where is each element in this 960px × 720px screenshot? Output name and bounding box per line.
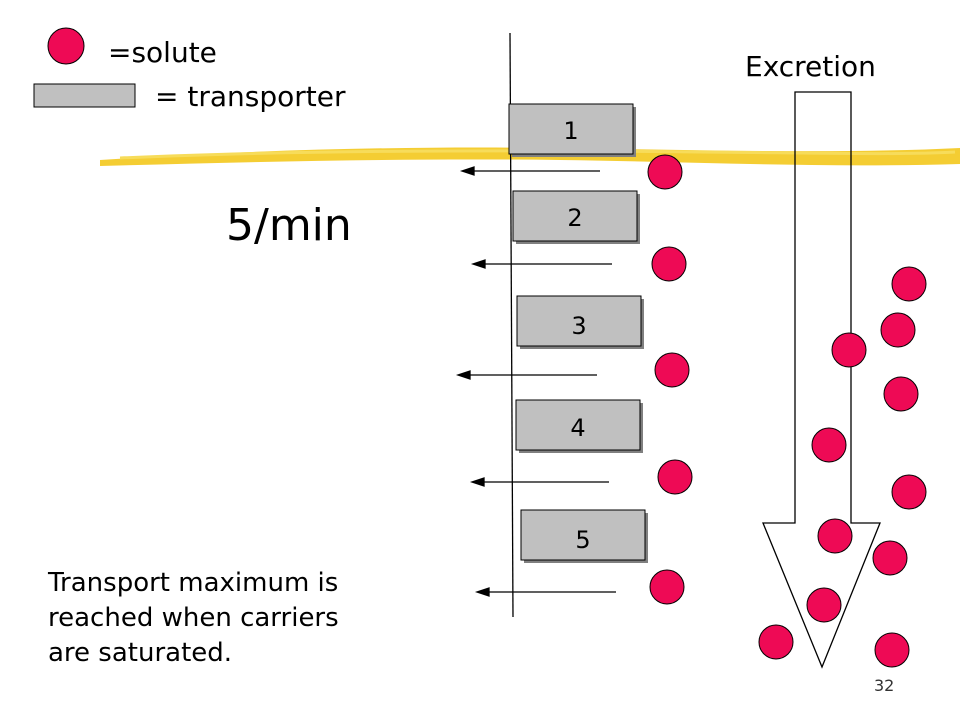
arrow-left-1 bbox=[459, 166, 600, 176]
transporter-4: 4 bbox=[515, 399, 643, 453]
legend-solute-label: =solute bbox=[108, 36, 217, 69]
solute bbox=[891, 266, 927, 302]
solute bbox=[811, 427, 847, 463]
transporter-label-4: 4 bbox=[570, 414, 585, 442]
solute bbox=[654, 352, 690, 388]
transporter-label-5: 5 bbox=[575, 526, 590, 554]
excretion-arrow bbox=[762, 91, 881, 669]
solute bbox=[657, 459, 693, 495]
solute bbox=[647, 154, 683, 190]
transporter-1: 1 bbox=[508, 103, 636, 157]
transport-maximum-note: Transport maximum is reached when carrie… bbox=[48, 568, 339, 668]
transporter-3: 3 bbox=[516, 295, 644, 349]
transporter-2: 2 bbox=[512, 190, 640, 244]
arrow-left-5 bbox=[474, 587, 616, 597]
solute bbox=[880, 312, 916, 348]
slide-number: 32 bbox=[874, 676, 895, 695]
legend-transporter-label: = transporter bbox=[155, 80, 346, 113]
arrow-left-4 bbox=[469, 477, 609, 487]
solute bbox=[883, 376, 919, 412]
transported-solutes bbox=[647, 154, 693, 605]
solute bbox=[874, 632, 910, 668]
arrow-left-3 bbox=[455, 370, 597, 380]
solute bbox=[872, 540, 908, 576]
solute bbox=[651, 246, 687, 282]
solute bbox=[831, 332, 867, 368]
transporter-5: 5 bbox=[520, 509, 648, 563]
reabsorption-arrows bbox=[455, 166, 616, 597]
rate-label: 5/min bbox=[226, 200, 352, 251]
solute bbox=[758, 624, 794, 660]
solute bbox=[649, 569, 685, 605]
transporter-label-1: 1 bbox=[563, 117, 578, 145]
solute bbox=[817, 518, 853, 554]
excretion-label: Excretion bbox=[745, 50, 876, 83]
transporter-label-3: 3 bbox=[571, 312, 586, 340]
excreted-solutes bbox=[758, 266, 927, 668]
legend-transporter-swatch bbox=[33, 83, 136, 108]
arrow-left-2 bbox=[470, 259, 612, 269]
legend-solute-swatch bbox=[47, 27, 85, 65]
solute bbox=[806, 587, 842, 623]
solute bbox=[891, 474, 927, 510]
transporter-label-2: 2 bbox=[567, 204, 582, 232]
